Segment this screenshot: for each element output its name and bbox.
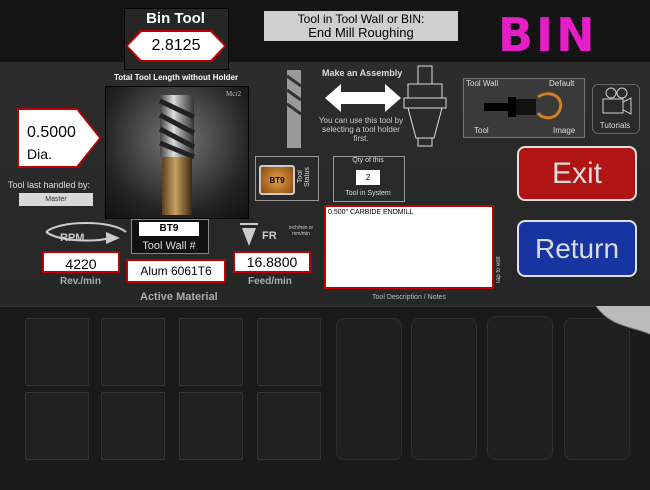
rpm-value[interactable]: 4220 bbox=[42, 251, 120, 273]
feed-rate-units: inch/min or mm/min bbox=[288, 225, 314, 237]
quantity-footer: Tool in System bbox=[345, 190, 391, 197]
exit-button[interactable]: Exit bbox=[517, 146, 637, 201]
quantity-title: Qty of this bbox=[352, 157, 384, 164]
tool-length-value[interactable]: 2.8125 bbox=[128, 32, 224, 60]
bin-slot[interactable] bbox=[25, 392, 89, 460]
tool-location-line1: Tool in Tool Wall or BIN: bbox=[297, 12, 425, 26]
tutorials-button[interactable] bbox=[592, 84, 640, 134]
bin-drawer[interactable] bbox=[411, 318, 477, 460]
bin-slot[interactable] bbox=[25, 318, 89, 386]
assembly-tool-thumb[interactable] bbox=[281, 66, 307, 152]
tool-holder-icon[interactable] bbox=[398, 64, 452, 150]
last-handled-value: Master bbox=[19, 193, 93, 206]
bin-slot[interactable] bbox=[101, 392, 165, 460]
tool-length-label: Total Tool Length without Holder bbox=[113, 73, 239, 82]
diameter-value: 0.5000 bbox=[27, 124, 76, 141]
bin-drawer[interactable] bbox=[564, 318, 630, 460]
tool-wall-number-label: Tool Wall # bbox=[142, 240, 196, 252]
bin-mode-badge: BIN bbox=[498, 8, 598, 62]
bin-slot[interactable] bbox=[179, 318, 243, 386]
default-label: Default bbox=[549, 79, 575, 88]
description-field[interactable]: 0.500" CARBIDE ENDMILL bbox=[324, 205, 494, 289]
rpm-label: RPM bbox=[60, 232, 85, 244]
feed-rate-label: FR bbox=[262, 230, 277, 242]
tap-to-edit-hint: Tap to edit bbox=[496, 256, 502, 284]
rpm-unit: Rev./min bbox=[60, 276, 101, 287]
tool-wall-graphic bbox=[484, 92, 563, 120]
bin-slot[interactable] bbox=[257, 318, 321, 386]
quantity-value[interactable]: 2 bbox=[356, 170, 380, 185]
rotation-arrow-icon bbox=[40, 218, 132, 248]
feed-unit: Feed/min bbox=[248, 276, 292, 287]
photo-label: Mcr2 bbox=[226, 90, 242, 98]
feed-arrow-icon bbox=[238, 222, 260, 248]
feed-value[interactable]: 16.8800 bbox=[233, 251, 311, 273]
tool-wall-label: Tool Wall bbox=[466, 79, 499, 88]
tool-location-title[interactable]: Tool in Tool Wall or BIN: End Mill Rough… bbox=[264, 11, 458, 41]
tool-label: Tool bbox=[474, 126, 489, 135]
bin-slot[interactable] bbox=[179, 392, 243, 460]
image-label: Image bbox=[553, 126, 576, 135]
tool-location-line2: End Mill Roughing bbox=[308, 25, 414, 40]
endmill-thumb-icon bbox=[286, 70, 302, 148]
assembly-note: You can use this tool by selecting a too… bbox=[318, 116, 404, 143]
make-assembly-title: Make an Assembly bbox=[322, 68, 403, 78]
endmill-image bbox=[158, 95, 196, 215]
tool-photo[interactable] bbox=[105, 86, 249, 219]
description-label: Tool Description / Notes bbox=[372, 294, 446, 301]
bin-drawer[interactable] bbox=[487, 316, 553, 460]
diameter-unit: Dia. bbox=[27, 146, 52, 162]
page-curl-icon[interactable] bbox=[590, 304, 650, 340]
return-button[interactable]: Return bbox=[517, 220, 637, 277]
tutorials-label: Tutorials bbox=[599, 121, 631, 130]
tool-wall-panel[interactable] bbox=[463, 78, 585, 138]
corner-tag: TOOL-BIN bbox=[617, 308, 646, 314]
double-arrow-icon[interactable] bbox=[323, 82, 403, 119]
bin-slot[interactable] bbox=[257, 392, 321, 460]
material-label: Active Material bbox=[140, 291, 218, 303]
bin-tool-title: Bin Tool bbox=[146, 10, 205, 27]
tool-status-label: Tool Status bbox=[297, 167, 311, 187]
bin-slot[interactable] bbox=[101, 318, 165, 386]
bin-drawer[interactable] bbox=[336, 318, 402, 460]
material-value[interactable]: Alum 6061T6 bbox=[126, 259, 226, 283]
video-camera-icon bbox=[602, 87, 632, 115]
tool-status-icon: BT9 bbox=[259, 165, 295, 195]
tool-wall-number-value[interactable]: BT9 bbox=[139, 222, 199, 236]
last-handled-label: Tool last handled by: bbox=[8, 180, 91, 190]
